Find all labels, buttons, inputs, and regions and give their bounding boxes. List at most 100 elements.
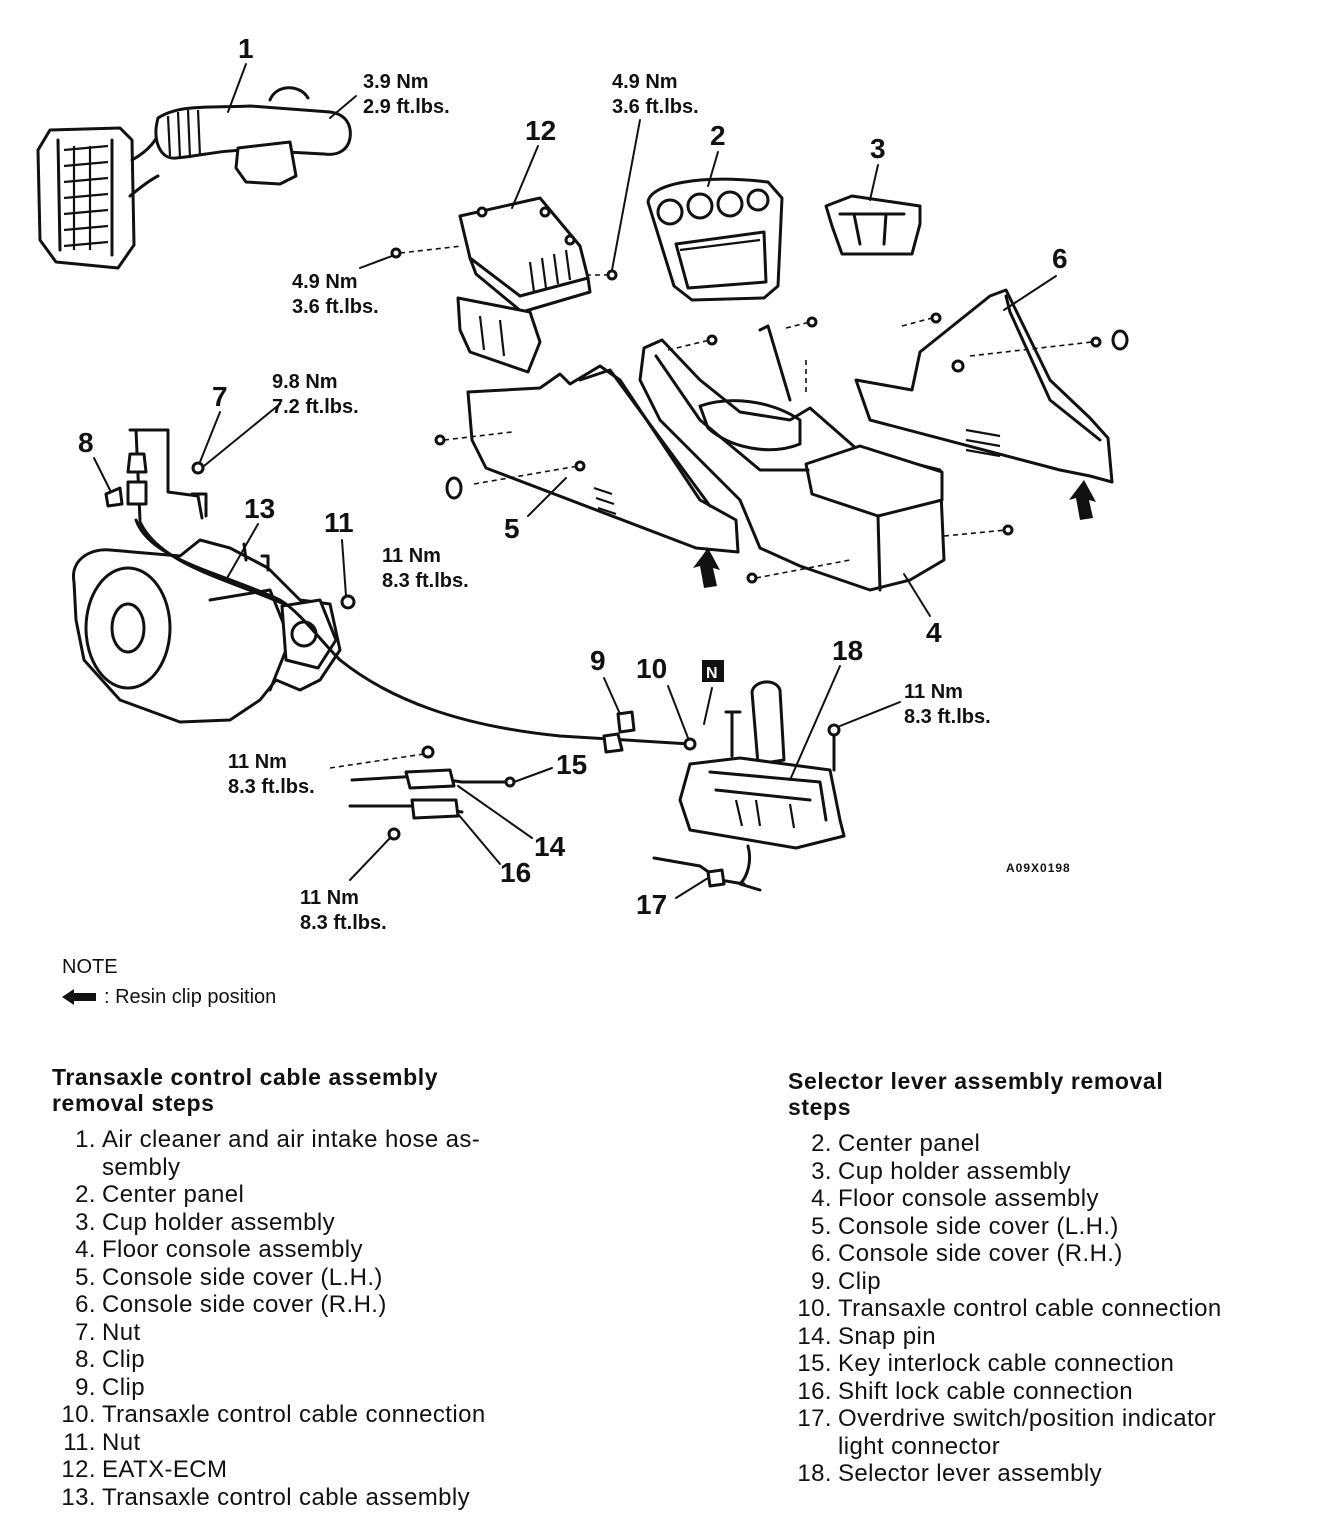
step-item: 2.Center panel (788, 1130, 1308, 1158)
transaxle-housing (72, 538, 342, 724)
step-text: Console side cover (L.H.) (102, 1263, 383, 1291)
step-text: Transaxle control cable connection (102, 1401, 486, 1428)
callout-4-group: 4 (903, 573, 942, 648)
n-box-label: N (706, 665, 718, 682)
callout-15: 15 (556, 749, 587, 780)
step-number: 9. (811, 1267, 832, 1295)
torque-air-hose-nm: 3.9 Nm (363, 71, 429, 93)
step-text: Nut (102, 1428, 141, 1456)
torque-ecm-left-nm: 4.9 Nm (292, 271, 358, 293)
callout-2: 2 (710, 120, 726, 151)
torque-cable16-ft: 8.3 ft.lbs. (300, 912, 387, 934)
resin-clip-arrow-legend-icon (62, 989, 96, 1005)
step-item: 4.Floor console assembly (52, 1236, 552, 1264)
callout-13-group: 13 (225, 493, 275, 581)
step-item: 16.Shift lock cable connection (788, 1378, 1308, 1406)
step-text: EATX-ECM (102, 1456, 228, 1483)
step-item: 15.Key interlock cable connection (788, 1350, 1308, 1378)
step-text: Clip (838, 1267, 881, 1295)
step-item: 18.Selector lever assembly (788, 1460, 1308, 1488)
callout-7: 7 (212, 381, 228, 412)
step-number: 5. (811, 1212, 832, 1240)
transaxle-control-cable (134, 518, 697, 754)
step-number: 3. (811, 1157, 832, 1185)
callout-11: 11 (324, 507, 354, 538)
step-text: Clip (102, 1346, 145, 1373)
step-item: 3.Cup holder assembly (788, 1158, 1308, 1186)
note-legend: : Resin clip position (62, 982, 276, 1012)
step-text: Console side cover (L.H.) (838, 1212, 1119, 1240)
step-item: light connector (788, 1433, 1308, 1461)
torque-cable15-nm: 11 Nm (228, 751, 287, 773)
step-item: 1.Air cleaner and air intake hose as- (52, 1126, 552, 1154)
torque-nut11-ft: 8.3 ft.lbs. (382, 570, 469, 592)
step-item: 11.Nut (52, 1429, 552, 1457)
callout-14-15-16-group: 15 14 16 11 Nm 8.3 ft.lbs. 11 Nm 8.3 ft.… (228, 749, 587, 934)
step-text: Cup holder assembly (102, 1208, 336, 1236)
step-text: Snap pin (838, 1322, 936, 1350)
callout-6: 6 (1052, 243, 1068, 274)
torque-nut7-nm: 9.8 Nm (272, 371, 338, 393)
eatx-ecm-part (390, 196, 618, 374)
step-number: 2. (811, 1130, 832, 1157)
step-item: 3.Cup holder assembly (52, 1209, 552, 1237)
step-item: 12.EATX-ECM (52, 1456, 552, 1484)
callout-14: 14 (534, 831, 566, 862)
step-text: light connector (838, 1432, 1001, 1460)
floor-console-part (638, 316, 1014, 592)
cup-holder-part (824, 194, 922, 256)
step-item: 2.Center panel (52, 1181, 552, 1209)
step-number: 10. (797, 1295, 832, 1322)
interlock-and-shift-lock-cables (329, 745, 516, 841)
callout-18: 18 (832, 635, 863, 666)
step-text: sembly (102, 1153, 181, 1181)
step-number: 12. (61, 1456, 96, 1483)
step-text: Selector lever assembly (838, 1460, 1102, 1487)
callout-1: 1 (238, 33, 254, 64)
console-side-cover-lh (434, 364, 740, 554)
resin-clip-arrow-icon (693, 548, 720, 588)
step-number: 7. (75, 1318, 96, 1346)
step-number: 13. (61, 1483, 96, 1511)
step-number: 1. (75, 1126, 96, 1153)
callout-12: 12 (525, 115, 556, 146)
step-text: Cup holder assembly (838, 1157, 1072, 1185)
callout-10: 10 (636, 653, 667, 684)
step-item: 6.Console side cover (R.H.) (788, 1240, 1308, 1268)
nut-7-and-clip-8 (104, 428, 208, 522)
step-item: 8.Clip (52, 1346, 552, 1374)
air-cleaner-assembly (36, 86, 352, 270)
step-number: 3. (75, 1208, 96, 1236)
callout-16: 16 (500, 857, 531, 888)
callout-18-group: 18 11 Nm 8.3 ft.lbs. 17 (636, 635, 991, 920)
step-number: 8. (75, 1346, 96, 1373)
step-item: 5.Console side cover (L.H.) (52, 1264, 552, 1292)
clip-9-and-connection-10: 9 10 N (590, 645, 724, 739)
torque-lever-nm: 11 Nm (904, 681, 963, 703)
torque-nut11-nm: 11 Nm (382, 545, 441, 567)
step-number: 17. (797, 1405, 832, 1432)
torque-ecm-left-ft: 3.6 ft.lbs. (292, 296, 379, 318)
step-text: Overdrive switch/position indicator (838, 1405, 1217, 1432)
step-item: 10.Transaxle control cable connection (788, 1295, 1308, 1323)
step-item: 6.Console side cover (R.H.) (52, 1291, 552, 1319)
note-legend-text: : Resin clip position (104, 986, 277, 1008)
step-number: 5. (75, 1263, 96, 1291)
torque-ecm-right-ft: 3.6 ft.lbs. (612, 96, 699, 118)
nut-11-group: 11 11 Nm 8.3 ft.lbs. (324, 507, 469, 610)
step-item: 5.Console side cover (L.H.) (788, 1213, 1308, 1241)
step-item: sembly (52, 1154, 552, 1182)
step-item: 14.Snap pin (788, 1323, 1308, 1351)
step-number: 15. (797, 1350, 832, 1377)
step-item: 13.Transaxle control cable assembly (52, 1484, 552, 1512)
step-number: 6. (75, 1291, 96, 1318)
step-number: 6. (811, 1240, 832, 1267)
step-number: 4. (75, 1236, 96, 1263)
center-panel-part (646, 177, 784, 302)
step-text: Center panel (102, 1181, 245, 1208)
right-steps-title-line1: Selector lever assembly removal (788, 1068, 1164, 1094)
step-text: Clip (102, 1373, 145, 1401)
callout-2-group: 2 (707, 120, 726, 187)
